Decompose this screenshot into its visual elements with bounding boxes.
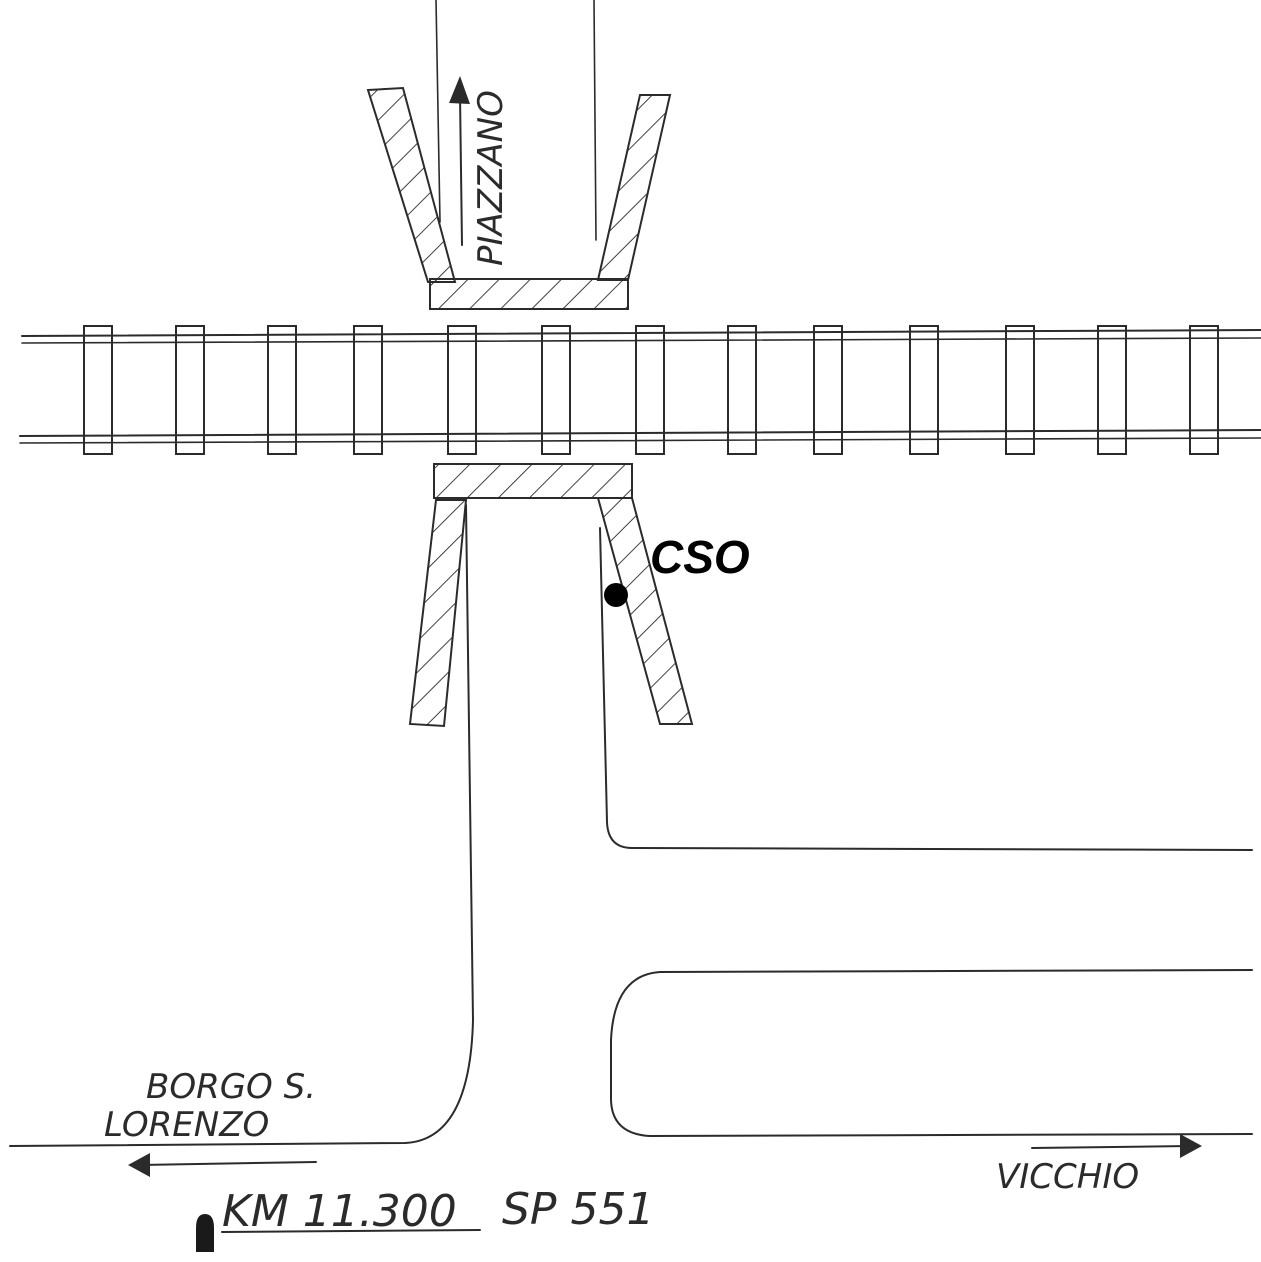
borgo-label-line2: LORENZO — [104, 1105, 269, 1145]
railway-sleeper — [1005, 325, 1035, 455]
borgo-label-line1: BORGO S. — [146, 1067, 316, 1107]
road-piazzano — [435, 0, 597, 241]
railway-sleeper — [909, 325, 939, 455]
piazzano-label: PIAZZANO — [471, 90, 511, 266]
railway-sleeper — [353, 325, 383, 455]
km-label: KM 11.300 — [222, 1186, 457, 1237]
barrier-bottom — [408, 463, 694, 728]
railway-sleeper — [541, 325, 571, 455]
railway-sleeper — [1189, 325, 1219, 455]
cso-label: CSO — [650, 531, 750, 583]
road-south — [9, 504, 1253, 1147]
arrow-vicchio-icon — [1031, 1134, 1202, 1158]
sp-label: SP 551 — [502, 1184, 654, 1235]
barrier-top — [366, 86, 672, 310]
railway-track — [19, 325, 1261, 455]
railway-sleeper — [635, 325, 665, 455]
railway-sleeper — [1097, 325, 1127, 455]
railway-sleeper — [447, 325, 477, 455]
railway-sleeper — [175, 325, 205, 455]
km-underline — [221, 1229, 481, 1233]
location-pin-icon — [196, 1214, 214, 1252]
railway-sleeper — [267, 325, 297, 455]
railway-sleeper — [83, 325, 113, 455]
railway-sleeper — [727, 325, 757, 455]
cso-marker: CSO — [604, 531, 750, 607]
arrow-borgo-icon — [128, 1153, 317, 1177]
arrow-piazzano-icon — [449, 76, 470, 246]
vicchio-label: VICCHIO — [996, 1157, 1139, 1197]
railway-sleeper — [813, 325, 843, 455]
